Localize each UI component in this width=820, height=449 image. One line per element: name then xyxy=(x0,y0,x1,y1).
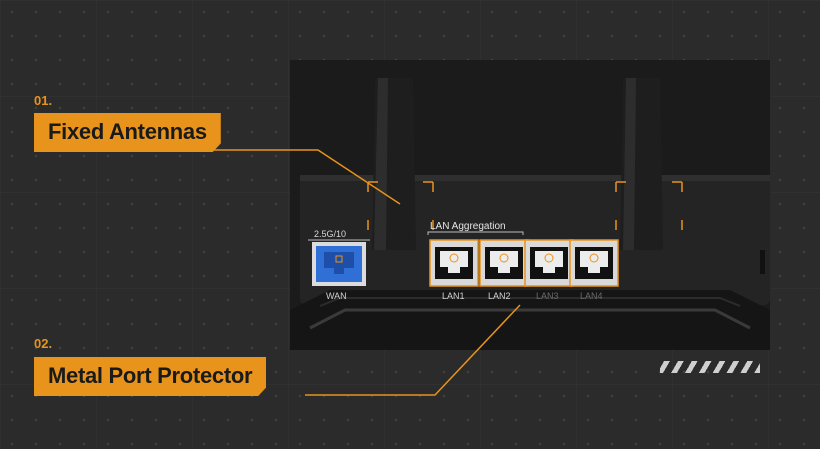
port-label-lan1: LAN1 xyxy=(442,291,465,301)
callout-label-fixed-antennas: Fixed Antennas xyxy=(34,113,221,152)
callout-label-metal-port-protector: Metal Port Protector xyxy=(34,357,266,396)
port-label-lan4: LAN4 xyxy=(580,291,603,301)
router-rear-photo: 2.5G/10 LAN Aggregation xyxy=(290,60,770,350)
wan-port xyxy=(312,242,366,286)
speed-label: 2.5G/10 xyxy=(314,229,346,239)
port-label-wan: WAN xyxy=(326,291,347,301)
lan-port-3 xyxy=(524,239,574,287)
lan-aggregation-label: LAN Aggregation xyxy=(430,221,506,232)
port-label-lan2: LAN2 xyxy=(488,291,511,301)
lan-port-4 xyxy=(569,239,619,287)
callout-number-2: 02. xyxy=(34,336,53,351)
callout-number-1: 01. xyxy=(34,93,53,108)
lan-port-1 xyxy=(429,239,479,287)
lan-port-2 xyxy=(479,239,529,287)
hazard-stripe-decoration xyxy=(660,361,760,373)
port-label-lan3: LAN3 xyxy=(536,291,559,301)
router-illustration: 2.5G/10 LAN Aggregation xyxy=(290,78,770,350)
